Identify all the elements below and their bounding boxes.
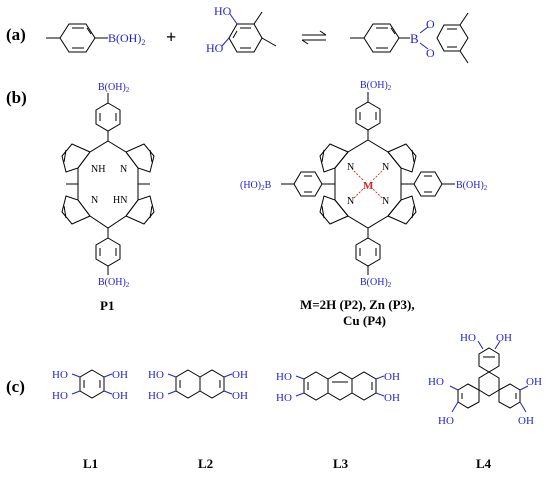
p1-top-boronic: B(OH)2 (98, 82, 130, 94)
l1-oh-top: OH (112, 369, 128, 381)
l1-ho-top: HO (52, 369, 68, 381)
mp-bottom-boronic: B(OH)2 (360, 277, 392, 289)
l2-oh-top: OH (232, 369, 248, 381)
boronate-ester: B O O (350, 12, 469, 64)
l3-ho-bottom: HO (276, 392, 292, 404)
l1-ho-bottom: HO (52, 390, 68, 402)
l1-oh-bottom: OH (112, 390, 128, 402)
label-l4: L4 (476, 456, 492, 471)
mp-n-br: N (382, 196, 389, 207)
equilibrium-arrow (301, 30, 327, 45)
mp-n-tr: N (382, 162, 389, 173)
boronic-acid-group: B(OH)2 (108, 31, 145, 47)
plus-sign: + (166, 27, 176, 47)
label-l1: L1 (83, 456, 98, 471)
p1-nh: NH (91, 164, 105, 175)
dimethylcatechol: HO HO (206, 4, 277, 55)
l4-oh-bottom-right: OH (518, 415, 534, 427)
mp-left-boronic: (HO)2B (240, 180, 272, 192)
l2-ho-bottom: HO (148, 390, 164, 402)
p1-n-right: N (120, 164, 127, 175)
l4-oh-right: OH (526, 376, 542, 388)
metalloporphyrin: B(OH)2 N N N N M (HO)2B (240, 80, 488, 289)
l4-ho-top-left: HO (460, 332, 476, 344)
oxygen-top: O (426, 17, 435, 31)
hydroxyl-top: HO (214, 4, 232, 18)
linker-l3: HO HO OH OH (276, 371, 400, 404)
mp-n-bl: N (347, 196, 354, 207)
l4-ho-bottom-left: HO (438, 415, 454, 427)
panel-label-c: (c) (6, 377, 25, 396)
mp-n-tl: N (347, 162, 354, 173)
label-metal-line2: Cu (P4) (343, 313, 386, 328)
l4-oh-top-right: OH (496, 332, 512, 344)
p1-n-left: N (91, 195, 98, 206)
l3-ho-top: HO (276, 371, 292, 383)
mp-top-boronic: B(OH)2 (360, 80, 392, 92)
l3-oh-top: OH (384, 371, 400, 383)
label-l2: L2 (198, 456, 213, 471)
l2-ho-top: HO (148, 369, 164, 381)
label-p1: P1 (100, 298, 114, 313)
hydroxyl-bottom: HO (206, 41, 224, 55)
linker-l2: HO HO OH OH (148, 369, 248, 402)
tolylboronic-acid: B(OH)2 (46, 23, 145, 53)
l2-oh-bottom: OH (232, 390, 248, 402)
panel-label-b: (b) (6, 88, 27, 107)
l3-oh-bottom: OH (384, 392, 400, 404)
mp-right-boronic: B(OH)2 (456, 180, 488, 192)
label-metal-line1: M=2H (P2), Zn (P3), (300, 297, 415, 312)
p1-hn: HN (113, 195, 127, 206)
porphyrin-p1: B(OH)2 NH N N HN B(OH)2 (61, 82, 155, 289)
label-l3: L3 (333, 456, 349, 471)
metal-center: M (363, 180, 374, 192)
l4-ho-left: HO (428, 376, 444, 388)
linker-l4: HO OH HO HO OH OH (428, 332, 542, 427)
oxygen-bottom: O (426, 46, 435, 60)
boron-atom: B (410, 31, 419, 46)
linker-l1: HO HO OH OH (52, 369, 128, 402)
p1-bottom-boronic: B(OH)2 (98, 277, 130, 289)
panel-label-a: (a) (6, 25, 26, 44)
